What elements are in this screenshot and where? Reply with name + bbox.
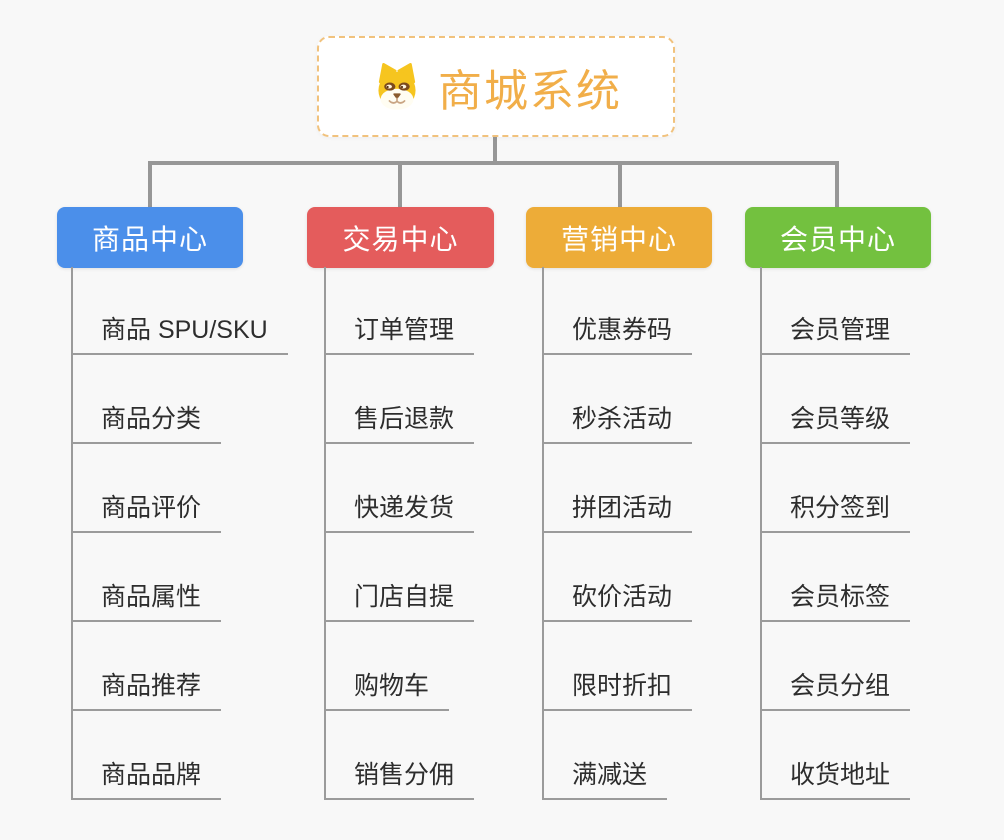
leaf-column-trade: 订单管理 售后退款 快递发货 门店自提 购物车 销售分佣 <box>324 267 475 800</box>
branch-trade-center[interactable]: 交易中心 <box>307 207 494 268</box>
branch-product-center[interactable]: 商品中心 <box>57 207 243 268</box>
leaf-row: 会员标签 <box>762 533 911 622</box>
leaf-row: 快递发货 <box>326 444 475 533</box>
leaf-row: 限时折扣 <box>544 622 693 711</box>
leaf-column-member: 会员管理 会员等级 积分签到 会员标签 会员分组 收货地址 <box>760 267 911 800</box>
leaf-node[interactable]: 秒杀活动 <box>544 405 693 444</box>
leaf-node[interactable]: 购物车 <box>326 672 450 711</box>
leaf-node[interactable]: 快递发货 <box>326 494 475 533</box>
leaf-node[interactable]: 会员分组 <box>762 672 911 711</box>
leaf-node[interactable]: 限时折扣 <box>544 672 693 711</box>
leaf-row: 售后退款 <box>326 355 475 444</box>
connector-lines <box>148 137 839 208</box>
leaf-node[interactable]: 售后退款 <box>326 405 475 444</box>
leaf-row: 满减送 <box>544 711 668 800</box>
leaf-row: 商品品牌 <box>73 711 222 800</box>
leaf-row: 商品推荐 <box>73 622 222 711</box>
leaf-row: 商品评价 <box>73 444 222 533</box>
leaf-row: 收货地址 <box>762 711 911 800</box>
leaf-row: 销售分佣 <box>326 711 475 800</box>
leaf-node[interactable]: 会员等级 <box>762 405 911 444</box>
leaf-row: 秒杀活动 <box>544 355 693 444</box>
leaf-node[interactable]: 会员标签 <box>762 583 911 622</box>
leaf-node[interactable]: 销售分佣 <box>326 761 475 800</box>
leaf-node[interactable]: 拼团活动 <box>544 494 693 533</box>
leaf-column-product: 商品 SPU/SKU 商品分类 商品评价 商品属性 商品推荐 商品品牌 <box>71 267 288 800</box>
branch-marketing-center[interactable]: 营销中心 <box>526 207 712 268</box>
root-node[interactable]: 商城系统 <box>317 36 675 137</box>
leaf-node[interactable]: 商品 SPU/SKU <box>73 316 288 355</box>
root-title: 商城系统 <box>438 66 622 116</box>
branch-rail-line <box>148 161 839 208</box>
leaf-node[interactable]: 优惠券码 <box>544 316 693 355</box>
leaf-node[interactable]: 商品推荐 <box>73 672 222 711</box>
leaf-row: 门店自提 <box>326 533 475 622</box>
branch-member-center[interactable]: 会员中心 <box>745 207 931 268</box>
leaf-node[interactable]: 收货地址 <box>762 761 911 800</box>
leaf-row: 会员等级 <box>762 355 911 444</box>
leaf-row: 购物车 <box>326 622 450 711</box>
leaf-column-marketing: 优惠券码 秒杀活动 拼团活动 砍价活动 限时折扣 满减送 <box>542 267 693 800</box>
leaf-row: 商品分类 <box>73 355 222 444</box>
leaf-node[interactable]: 商品分类 <box>73 405 222 444</box>
leaf-row: 订单管理 <box>326 267 475 355</box>
branch-label: 营销中心 <box>560 223 677 255</box>
leaf-node[interactable]: 积分签到 <box>762 494 911 533</box>
leaf-node[interactable]: 满减送 <box>544 761 668 800</box>
leaf-node[interactable]: 订单管理 <box>326 316 475 355</box>
branch-label: 交易中心 <box>342 223 459 255</box>
leaf-row: 拼团活动 <box>544 444 693 533</box>
leaf-row: 会员管理 <box>762 267 911 355</box>
leaf-row: 积分签到 <box>762 444 911 533</box>
dog-face-icon <box>378 62 416 110</box>
leaf-row: 会员分组 <box>762 622 911 711</box>
leaf-row: 砍价活动 <box>544 533 693 622</box>
leaf-row: 商品属性 <box>73 533 222 622</box>
leaf-row: 商品 SPU/SKU <box>73 267 288 355</box>
leaf-node[interactable]: 门店自提 <box>326 583 475 622</box>
leaf-node[interactable]: 会员管理 <box>762 316 911 355</box>
leaf-node[interactable]: 砍价活动 <box>544 583 693 622</box>
branch-label: 会员中心 <box>779 223 896 255</box>
leaf-row: 优惠券码 <box>544 267 693 355</box>
leaf-node[interactable]: 商品品牌 <box>73 761 222 800</box>
branch-label: 商品中心 <box>91 223 208 255</box>
leaf-node[interactable]: 商品属性 <box>73 583 222 622</box>
leaf-node[interactable]: 商品评价 <box>73 494 222 533</box>
